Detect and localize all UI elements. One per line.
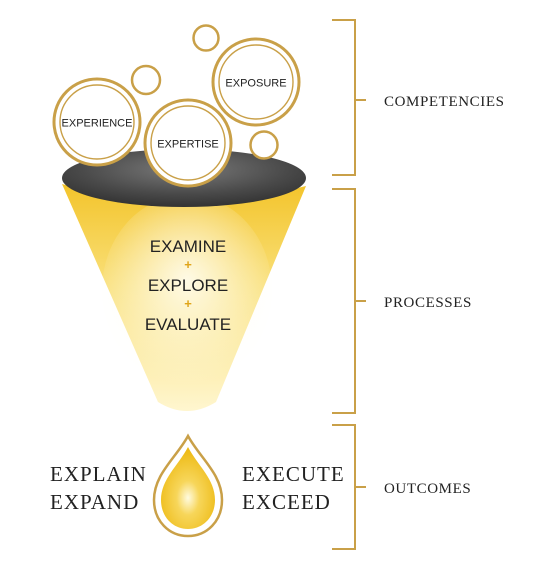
- outcome-explain: EXPLAIN: [50, 462, 147, 486]
- label-competencies: COMPETENCIES: [384, 94, 505, 110]
- bracket-competencies: [332, 19, 366, 176]
- label-processes: PROCESSES: [384, 295, 472, 311]
- plus-icon: +: [184, 296, 192, 311]
- outcome-exceed: EXCEED: [242, 490, 331, 514]
- bracket-processes: [332, 188, 366, 414]
- bubble-exposure: EXPOSURE: [211, 37, 301, 127]
- bubble-label-expertise: EXPERTISE: [157, 139, 219, 151]
- label-outcomes: OUTCOMES: [384, 481, 471, 497]
- process-step-evaluate: EVALUATE: [145, 315, 231, 334]
- drop-icon: [152, 433, 224, 538]
- outcome-expand: EXPAND: [50, 490, 139, 514]
- bubble-label-exposure: EXPOSURE: [225, 78, 286, 90]
- small-circle: [249, 130, 279, 160]
- bubble-experience: EXPERIENCE: [52, 77, 142, 167]
- process-step-examine: EXAMINE: [150, 237, 227, 256]
- small-circle: [130, 64, 162, 96]
- bubble-label-experience: EXPERIENCE: [62, 118, 133, 130]
- process-step-explore: EXPLORE: [148, 276, 228, 295]
- outcome-execute: EXECUTE: [242, 462, 345, 486]
- plus-icon: +: [184, 257, 192, 272]
- bubble-expertise: EXPERTISE: [143, 98, 233, 188]
- funnel-glow: [102, 195, 272, 385]
- bracket-outcomes: [332, 424, 366, 550]
- small-circle: [192, 24, 220, 52]
- process-steps: EXAMINE + EXPLORE + EVALUATE: [145, 237, 231, 334]
